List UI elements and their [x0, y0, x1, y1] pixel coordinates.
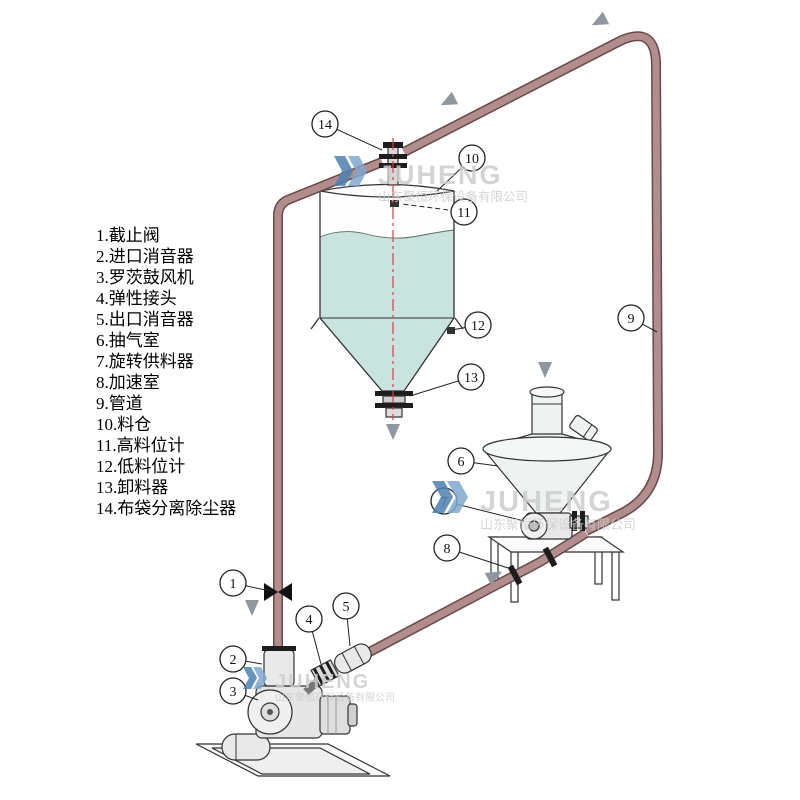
watermark-center: JUHENG 山东聚恒环保设备有限公司: [432, 481, 636, 532]
juheng-logo-icon: [334, 156, 367, 186]
callout-4-label: 4: [306, 613, 313, 628]
legend-item-5: 5.出口消音器: [96, 310, 194, 329]
blower-shaft: [267, 709, 273, 715]
accel-flange-1: [507, 564, 523, 586]
legend-item-9: 9.管道: [96, 394, 143, 413]
legend-item-12: 12.低料位计: [96, 457, 185, 476]
flow-arrows: [245, 11, 610, 616]
flow-arrow-feeder-inlet: [538, 362, 552, 378]
callout-3-label: 3: [230, 685, 237, 700]
flow-arrow-bottom-pipe: [484, 571, 503, 586]
feeder-side-port: [569, 414, 598, 442]
silo-bracket-right: [454, 317, 464, 330]
legend-item-6: 6.抽气室: [96, 331, 160, 350]
watermark-company: 山东聚恒环保设备有限公司: [480, 517, 636, 532]
flow-arrow-top-right: [591, 11, 610, 26]
callout-2: 2: [219, 645, 263, 673]
watermark-bottom: JUHENG 山东聚恒环保设备有限公司: [243, 667, 395, 704]
watermark-top: JUHENG 山东聚恒环保设备有限公司: [334, 156, 528, 204]
stop-valve: [264, 583, 292, 601]
silo-top-rim: [319, 190, 455, 198]
watermark-company: 山东聚恒环保设备有限公司: [275, 691, 395, 704]
callout-11-label: 11: [457, 206, 470, 221]
callout-5: 5: [332, 592, 360, 647]
legend-item-1: 1.截止阀: [96, 226, 160, 245]
callout-5-label: 5: [343, 600, 350, 615]
acceleration-chamber: [507, 546, 558, 586]
watermark-brand: JUHENG: [480, 486, 613, 518]
rotary-feeder: [520, 511, 589, 540]
return-pipe: [274, 158, 384, 652]
discharger: [375, 391, 413, 418]
watermark-brand: JUHENG: [378, 160, 503, 190]
callout-1: 1: [219, 569, 271, 597]
callout-13: 13: [409, 363, 485, 397]
conveying-pipe: [402, 32, 662, 535]
callout-1-label: 1: [230, 577, 237, 592]
pipework: [273, 31, 664, 661]
front-cylinder: [221, 733, 271, 761]
elbow-coupling-2: [580, 511, 585, 531]
watermark-company: 山东聚恒环保设备有限公司: [378, 189, 528, 204]
accel-flange-2: [542, 546, 558, 568]
callout-3: 3: [219, 677, 259, 705]
discharger-outlet: [385, 407, 403, 418]
callout-14: 14: [311, 110, 383, 151]
legend: 1.截止阀 2.进口消音器 3.罗茨鼓风机 4.弹性接头 5.出口消音器 6.抽…: [96, 226, 236, 518]
blower-assembly: [195, 643, 391, 777]
legend-item-8: 8.加速室: [96, 373, 160, 392]
juheng-logo-icon: [243, 667, 267, 689]
legend-item-4: 4.弹性接头: [96, 289, 177, 308]
silo-bracket-left: [310, 317, 320, 330]
callout-2-label: 2: [230, 653, 237, 668]
legend-item-3: 3.罗茨鼓风机: [96, 268, 194, 287]
feeder-inlet-pipe: [531, 391, 563, 437]
outlet-silencer: [333, 643, 372, 674]
discharger-flange-2: [375, 403, 413, 408]
callout-12-label: 12: [471, 319, 485, 334]
legend-item-10: 10.料仓: [96, 415, 151, 434]
table-leg-front-right: [611, 551, 620, 601]
discharge-pipe: [360, 530, 588, 660]
feeder-inlet-rim: [529, 386, 565, 398]
flow-arrow-left-pipe: [245, 600, 259, 616]
rotary-feeder-shaft: [528, 520, 540, 532]
callout-13-label: 13: [464, 371, 478, 386]
discharger-flange-1: [375, 391, 413, 396]
callout-6: 6: [447, 447, 499, 475]
inlet-silencer-flange: [262, 646, 296, 651]
low-level-sensor: [447, 327, 455, 334]
silo-material-level-line: [319, 229, 455, 239]
callout-4: 4: [295, 605, 323, 665]
discharger-body: [382, 395, 406, 404]
feeder-shoulder-rim: [482, 436, 612, 462]
legend-item-7: 7.旋转供料器: [96, 352, 194, 371]
callout-9-label: 9: [628, 312, 635, 327]
callout-10-label: 10: [465, 152, 479, 167]
callout-8-label: 8: [444, 542, 451, 557]
legend-item-14: 14.布袋分离除尘器: [96, 499, 236, 518]
callout-12: 12: [451, 311, 492, 339]
silo-material: [320, 230, 454, 391]
callout-14-label: 14: [318, 118, 332, 133]
callout-6-label: 6: [458, 455, 465, 470]
high-level-sensor: [390, 200, 399, 207]
flow-arrow-discharge: [386, 424, 400, 440]
watermark-brand: JUHENG: [275, 671, 370, 693]
callout-9: 9: [617, 304, 658, 333]
silo: [310, 183, 464, 392]
callout-8: 8: [433, 534, 509, 569]
callout-11: 11: [401, 198, 478, 226]
juheng-logo-icon: [432, 481, 468, 513]
legend-item-11: 11.高料位计: [96, 436, 185, 455]
elbow-coupling-1: [572, 511, 577, 531]
motor-cap: [347, 703, 358, 727]
feeder-vessel: [482, 386, 612, 514]
callout-10: 10: [436, 144, 486, 192]
flexible-joint: [310, 659, 340, 687]
flow-arrow-top-mid: [440, 91, 459, 106]
legend-item-2: 2.进口消音器: [96, 247, 194, 266]
legend-item-13: 13.卸料器: [96, 478, 168, 497]
